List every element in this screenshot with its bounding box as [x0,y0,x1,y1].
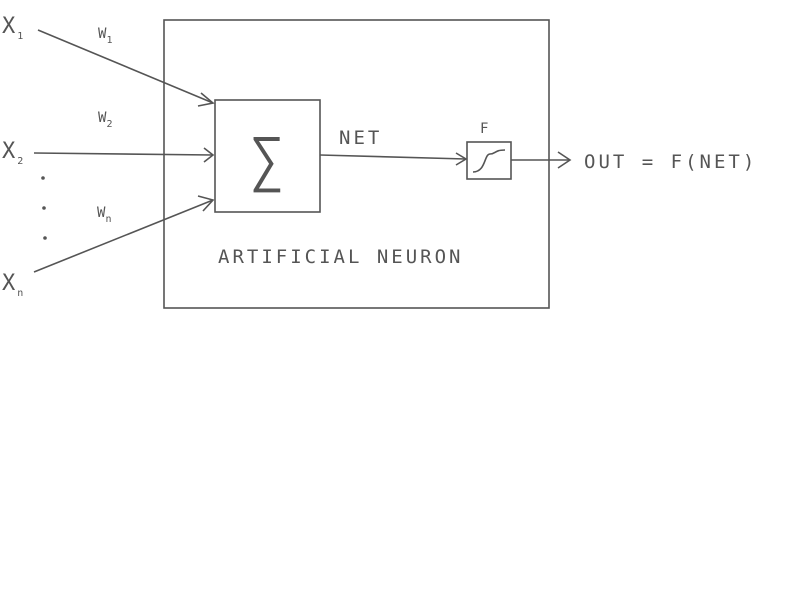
net-label: NET [339,127,382,149]
input-label-1: X1 [2,14,25,42]
input-label-2: X2 [2,139,25,167]
input-arrow-2 [203,147,215,163]
activation-label: F [480,121,488,137]
input-arrow-1 [197,92,215,107]
weight-label-n: Wn [97,205,111,225]
neuron-outer-box [163,19,550,309]
ellipsis-dot [43,236,47,240]
input-line-1 [37,29,214,104]
output-arrow [557,151,572,169]
sigmoid-icon [472,149,506,173]
weight-label-1: W1 [98,26,112,46]
output-label: OUT = F(NET) [584,151,757,173]
net-arrow [455,152,468,166]
net-line [319,154,467,160]
input-line-2 [33,152,214,156]
ellipsis-dot [42,206,46,210]
input-line-n [33,199,214,273]
input-label-n: Xn [2,271,25,299]
weight-label-2: W2 [98,110,112,130]
summation-box [214,99,321,213]
neuron-label: ARTIFICIAL NEURON [218,246,463,268]
summation-symbol: ∑ [250,126,285,194]
ellipsis-dot [41,176,45,180]
activation-box [466,141,512,180]
input-arrow-n [197,195,215,212]
